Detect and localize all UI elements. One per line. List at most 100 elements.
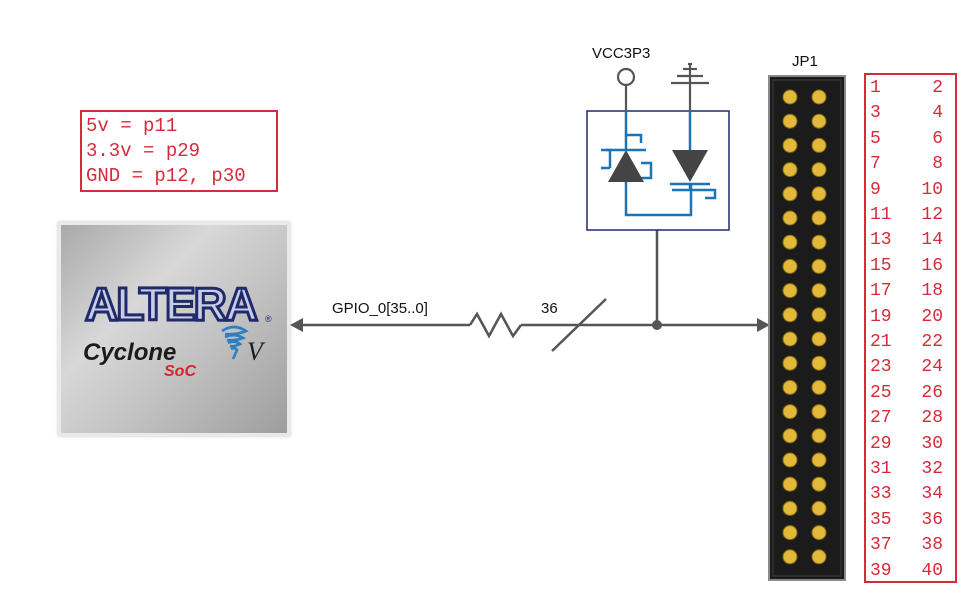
header-pin [811,283,827,299]
pin-number-odd: 11 [870,205,892,225]
pin-number-even: 16 [921,255,943,276]
pin-number-odd: 21 [870,332,892,352]
bus-arrow-left [290,318,303,332]
header-pin [782,452,798,468]
pin-row: 11 12 [866,203,955,228]
header-pin [811,476,827,492]
pin-number-odd: 7 [870,154,881,175]
header-pin [782,234,798,250]
jp1-header [768,75,846,581]
altera-cyclone-chip: ALTERA ® Cyclone V SoC [58,222,290,436]
pin-number-even: 4 [932,103,943,124]
pin-number-even: 26 [921,382,943,403]
gpio-bus-label: GPIO_0[35..0] [332,300,428,317]
pin-row: 35 36 [866,508,955,533]
pin-number-odd: 1 [870,78,881,98]
header-pin [782,186,798,202]
pin-number-even: 36 [921,509,943,530]
header-pin [811,379,827,395]
header-pin [811,258,827,274]
ground-icon [671,62,709,111]
cyclone-version: V [247,337,263,366]
header-pin [782,549,798,565]
bus-width-label: 36 [541,300,558,317]
header-pin [782,307,798,323]
pin-number-odd: 31 [870,459,892,479]
pin-number-even: 10 [921,179,943,200]
header-pin [811,89,827,105]
note-line-5v: 5v = p11 [86,115,178,137]
pin-number-even: 24 [921,357,943,378]
pin-number-even: 8 [932,154,943,175]
note-line-gnd: GND = p12, p30 [86,165,246,187]
header-pin [782,210,798,226]
header-pin [811,137,827,153]
header-pin [782,476,798,492]
pin-row: 27 28 [866,406,955,431]
pin-number-even: 2 [932,78,943,98]
pin-row: 23 24 [866,355,955,380]
zener-diode-up-icon [608,150,644,182]
header-pin [782,89,798,105]
pin-number-even: 12 [921,205,943,225]
header-pin [782,379,798,395]
vcc-symbol [616,67,636,111]
header-pin [782,428,798,444]
header-pin [782,525,798,541]
pin-number-even: 6 [932,128,943,149]
pin-number-odd: 27 [870,408,892,429]
header-pin [811,307,827,323]
pin-row: 25 26 [866,381,955,406]
header-pin [782,137,798,153]
soc-label: SoC [164,363,196,380]
header-pin [782,113,798,129]
header-pin [782,355,798,371]
pin-number-odd: 39 [870,560,892,581]
pin-number-odd: 29 [870,433,892,454]
pin-number-odd: 37 [870,535,892,556]
header-pins [782,89,827,565]
header-pin [811,525,827,541]
bus-width-slash [551,298,607,352]
pin-number-even: 18 [921,281,943,302]
pin-number-odd: 23 [870,357,892,378]
power-rail-label: VCC3P3 [592,45,651,62]
header-pin [811,549,827,565]
pin-number-odd: 25 [870,382,892,403]
pin-number-odd: 15 [870,255,892,276]
esd-protection-block [586,110,730,231]
header-pin [811,428,827,444]
header-pin [782,258,798,274]
header-pin [811,113,827,129]
header-pin [811,452,827,468]
pin-number-even: 32 [921,459,943,479]
pin-number-even: 30 [921,433,943,454]
pin-number-odd: 33 [870,484,892,505]
header-pin [811,186,827,202]
pin-row: 31 32 [866,457,955,482]
cyclone-swirl-icon [221,325,249,360]
pin-number-odd: 17 [870,281,892,302]
altera-logo: ALTERA [83,277,259,332]
note-line-3v3: 3.3v = p29 [86,140,201,162]
pin-number-odd: 19 [870,306,892,327]
header-pin [811,355,827,371]
pin-number-odd: 35 [870,509,892,530]
header-pin [811,162,827,178]
header-pin [811,331,827,347]
pin-number-even: 28 [921,408,943,429]
zener-diode-down-icon [672,150,708,182]
pin-number-even: 14 [921,230,943,251]
